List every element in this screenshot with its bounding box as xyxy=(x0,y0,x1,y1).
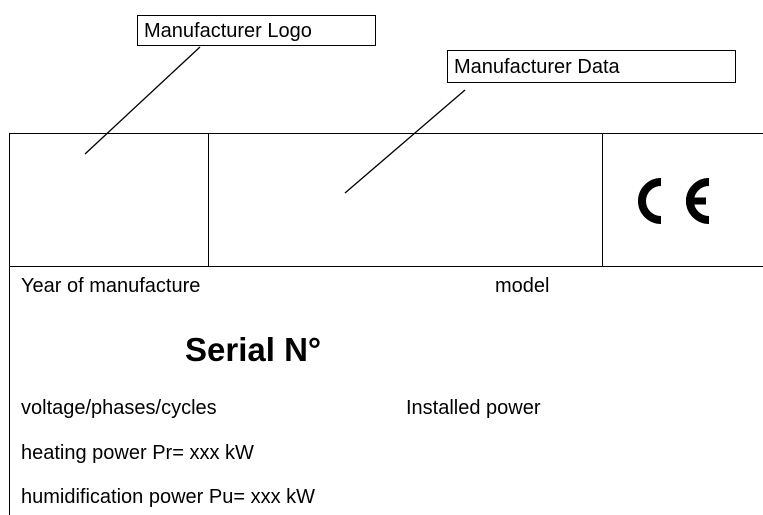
manufacturer-data-callout-label: Manufacturer Data xyxy=(454,55,620,78)
manufacturer-logo-cell xyxy=(10,134,209,267)
nameplate-header-row xyxy=(10,134,763,267)
manufacturer-logo-callout: Manufacturer Logo xyxy=(137,15,376,46)
ce-mark-cell xyxy=(603,134,763,267)
voltage-phases-cycles-label: voltage/phases/cycles xyxy=(21,397,217,419)
year-of-manufacture-label: Year of manufacture xyxy=(21,275,201,297)
manufacturer-logo-callout-label: Manufacturer Logo xyxy=(144,19,312,42)
model-label: model xyxy=(495,275,550,297)
installed-power-label: Installed power xyxy=(406,397,541,419)
manufacturer-data-callout: Manufacturer Data xyxy=(447,50,736,83)
humidification-power-label: humidification power Pu= xxx kW xyxy=(21,486,316,508)
manufacturer-data-cell xyxy=(209,134,603,267)
nameplate xyxy=(9,133,763,515)
ce-mark-icon xyxy=(638,178,710,224)
heating-power-label: heating power Pr= xxx kW xyxy=(21,442,254,464)
serial-number-label: Serial N° xyxy=(185,331,322,368)
